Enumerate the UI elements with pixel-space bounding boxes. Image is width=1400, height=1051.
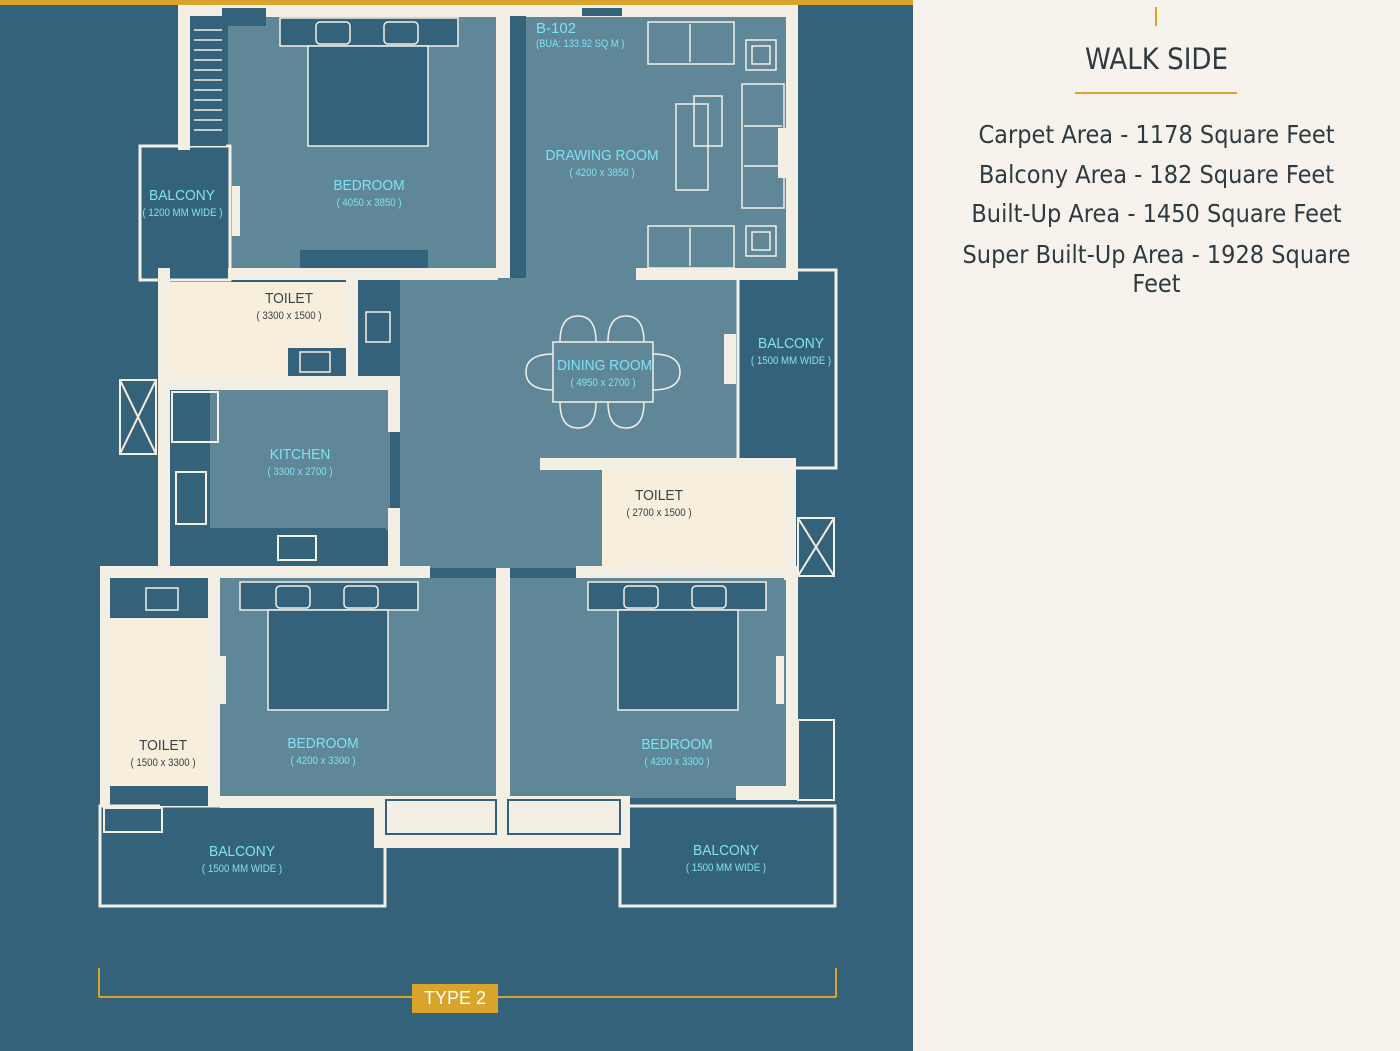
area-built-up: Built-Up Area - 1450 Square Feet xyxy=(971,199,1342,228)
room-label-dining-room: DINING ROOM ( 4950 x 2700 ) xyxy=(553,358,653,389)
bed-right xyxy=(617,609,739,711)
room-label-balcony-left: BALCONY ( 1200 MM WIDE ) xyxy=(137,188,227,219)
room-dims: ( 4950 x 2700 ) xyxy=(570,377,636,389)
room-label-bedroom-left: BEDROOM ( 4200 x 3300 ) xyxy=(273,736,373,767)
room-label-bedroom-right: BEDROOM ( 4200 x 3300 ) xyxy=(627,737,727,768)
wardrobe-drawing xyxy=(510,16,526,278)
bed-top-headboard xyxy=(279,17,459,47)
coffee-table xyxy=(675,103,709,191)
kitchen-floor xyxy=(208,390,390,530)
sofa-top xyxy=(647,21,735,65)
bed-left-headboard xyxy=(239,581,419,611)
room-name: TOILET xyxy=(138,737,188,754)
room-label-balcony-bottom-right: BALCONY ( 1500 MM WIDE ) xyxy=(676,843,776,874)
side-title-underline xyxy=(1075,92,1237,94)
floor-plan-drawing xyxy=(98,5,838,998)
room-dims: ( 3300 x 1500 ) xyxy=(256,310,322,322)
room-dims: ( 1500 MM WIDE ) xyxy=(685,862,767,874)
room-name: BEDROOM xyxy=(287,735,359,752)
room-dims: ( 1200 MM WIDE ) xyxy=(142,207,223,219)
room-name: BALCONY xyxy=(209,843,275,860)
room-dims: ( 1500 MM WIDE ) xyxy=(750,355,832,367)
room-name: DINING ROOM xyxy=(557,357,653,374)
room-label-kitchen: KITCHEN ( 3300 x 2700 ) xyxy=(250,447,350,478)
area-balcony: Balcony Area - 182 Square Feet xyxy=(978,160,1335,189)
room-name: BALCONY xyxy=(758,335,824,352)
wardrobe-top xyxy=(190,16,226,146)
room-name: DRAWING ROOM xyxy=(545,147,659,164)
room-dims: ( 4200 x 3300 ) xyxy=(644,756,710,768)
top-accent-bar xyxy=(0,0,913,5)
room-name: TOILET xyxy=(634,487,684,504)
side-title: WALK SIDE xyxy=(1084,42,1229,76)
room-name: BALCONY xyxy=(693,842,759,859)
wardrobe-hatching xyxy=(194,29,611,832)
area-carpet: Carpet Area - 1178 Square Feet xyxy=(978,120,1335,149)
sofa-bottom xyxy=(647,225,735,269)
room-label-toilet-mid: TOILET ( 2700 x 1500 ) xyxy=(614,488,704,519)
ducts xyxy=(103,379,835,833)
area-super-built-up: Super Built-Up Area - 1928 Square Feet xyxy=(962,240,1351,298)
room-label-bedroom-top: BEDROOM ( 4050 x 3850 ) xyxy=(319,178,419,209)
beds xyxy=(239,17,767,711)
room-dims: ( 2700 x 1500 ) xyxy=(626,507,692,519)
tv-unit-top xyxy=(300,250,428,268)
room-dims: ( 4200 x 3300 ) xyxy=(290,755,356,767)
bed-top xyxy=(307,45,429,147)
doors xyxy=(218,128,788,704)
bed-right-headboard xyxy=(587,581,767,611)
bed-left xyxy=(267,609,389,711)
room-dims: ( 3300 x 2700 ) xyxy=(267,466,333,478)
balcony-right-floor xyxy=(736,268,838,470)
room-dims: ( 4050 x 3850 ) xyxy=(336,197,402,209)
unit-code: B-102 (BUA: 133.92 SQ M ) xyxy=(536,21,640,50)
unit-bua-text: (BUA: 133.92 SQ M ) xyxy=(536,38,625,50)
room-name: TOILET xyxy=(264,290,314,307)
dining-set xyxy=(525,315,681,429)
room-name: BALCONY xyxy=(149,187,215,204)
room-label-balcony-bottom-left: BALCONY ( 1500 MM WIDE ) xyxy=(192,844,292,875)
unit-code-text: B-102 xyxy=(536,20,577,37)
walls xyxy=(100,5,798,848)
balcony-bottom-right-floor xyxy=(618,804,837,908)
room-label-toilet-left: TOILET ( 1500 x 3300 ) xyxy=(118,738,208,769)
side-accent-tick xyxy=(1155,7,1157,26)
room-fills xyxy=(98,16,838,908)
room-name: BEDROOM xyxy=(641,736,713,753)
room-label-balcony-right: BALCONY ( 1500 MM WIDE ) xyxy=(745,336,837,367)
toilet-left-floor xyxy=(110,618,210,786)
balcony-bottom-left-floor xyxy=(98,804,387,908)
info-panel xyxy=(913,0,1400,1051)
room-label-toilet-top: TOILET ( 3300 x 1500 ) xyxy=(244,291,334,322)
toilet-mid-floor xyxy=(602,470,786,566)
room-name: KITCHEN xyxy=(269,446,331,463)
sanitary-fixtures xyxy=(113,311,709,679)
room-dims: ( 1500 x 3300 ) xyxy=(130,757,196,769)
dining-table xyxy=(552,341,654,403)
room-label-drawing-room: DRAWING ROOM ( 4200 x 3850 ) xyxy=(537,148,667,179)
room-dims: ( 4200 x 3850 ) xyxy=(569,167,635,179)
room-dims: ( 1500 MM WIDE ) xyxy=(201,863,283,875)
room-name: BEDROOM xyxy=(333,177,405,194)
type-badge: TYPE 2 xyxy=(412,984,498,1013)
